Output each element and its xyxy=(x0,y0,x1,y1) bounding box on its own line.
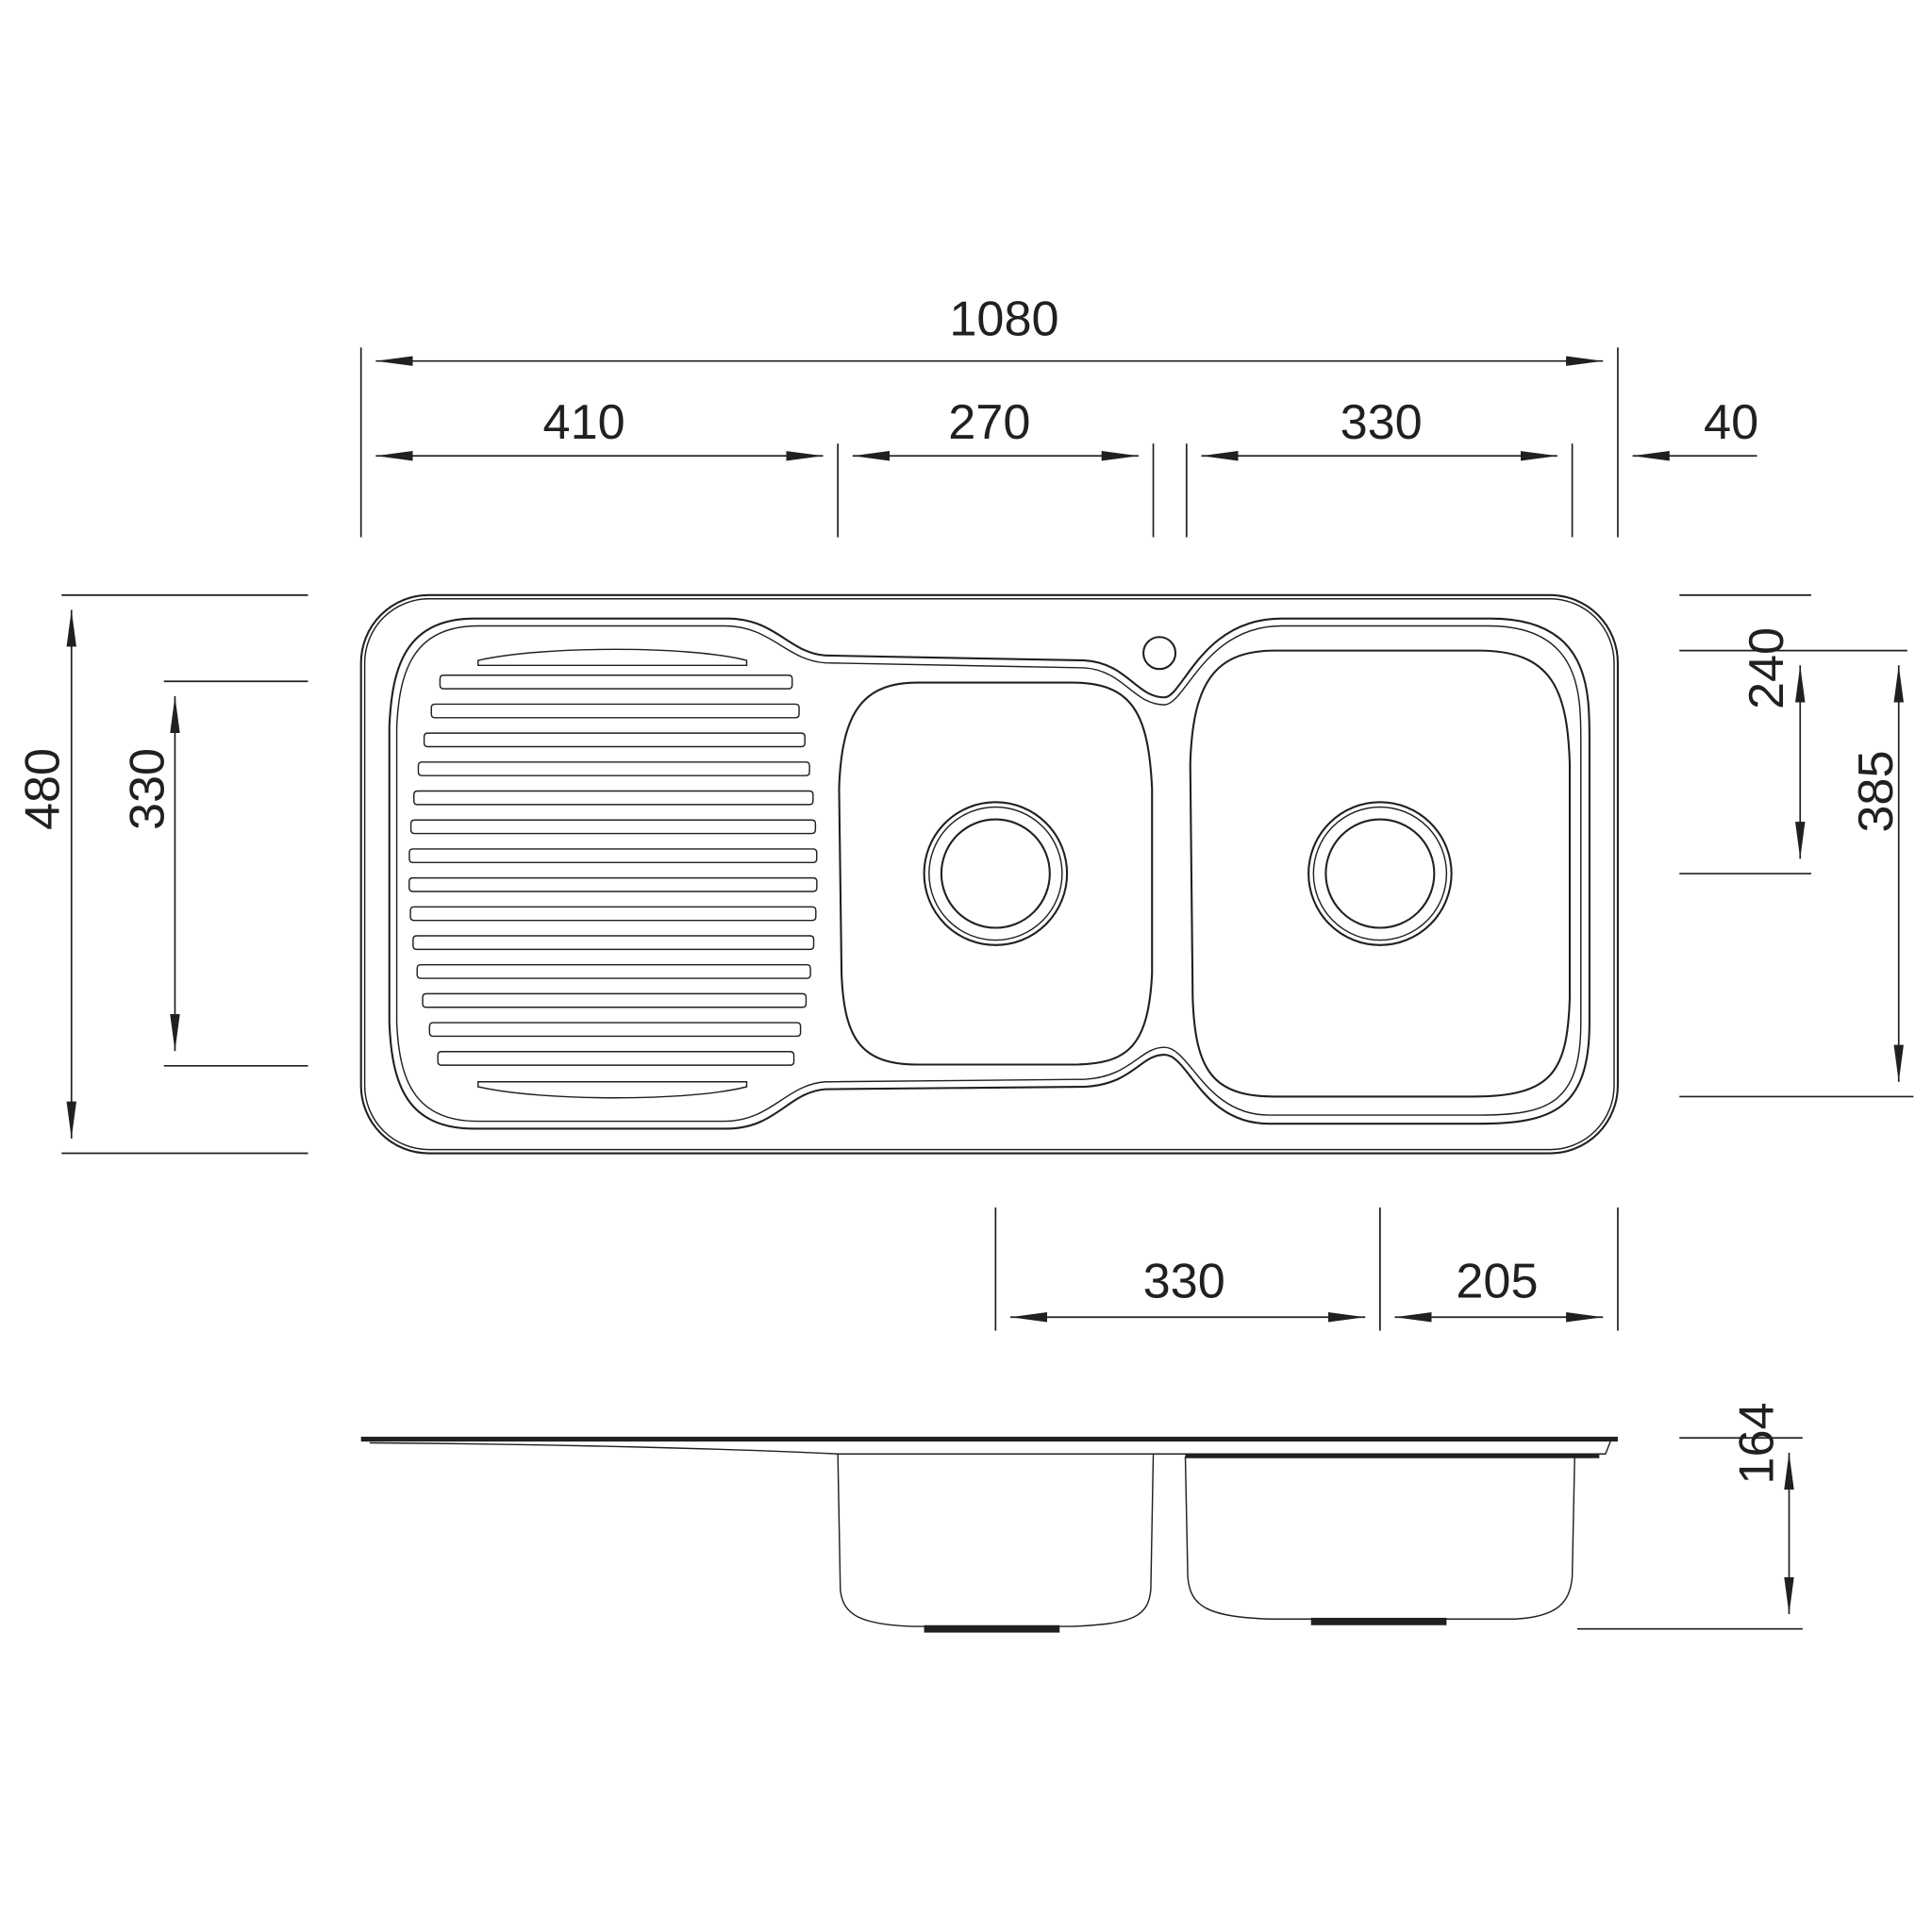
drainer-rib xyxy=(409,819,817,835)
left-dimensions: 480 330 xyxy=(16,594,308,1155)
drainer-rib xyxy=(422,992,808,1008)
tap-hole xyxy=(1142,636,1177,671)
side-view-large-waste xyxy=(1310,1617,1447,1625)
side-view-large-bowl xyxy=(1184,1456,1575,1620)
drainer-ribs xyxy=(408,648,818,1099)
sink-inner-rim xyxy=(388,617,1591,1130)
large-bowl-waste-outer xyxy=(1307,801,1453,946)
drainer-rib xyxy=(408,876,818,892)
large-bowl xyxy=(1189,649,1572,1098)
sink-plan-view xyxy=(359,593,1619,1155)
drainer-rib xyxy=(409,906,817,922)
waste-spacing-label: 330 xyxy=(1143,1254,1225,1308)
right-edge-label: 40 xyxy=(1704,395,1758,450)
sink-outer-outline xyxy=(359,593,1619,1155)
large-bowl-width-label: 330 xyxy=(1341,395,1423,450)
top-dimensions: 1080 410 270 330 40 xyxy=(359,291,1758,538)
bowl-depth-label: 164 xyxy=(1729,1402,1784,1484)
drainer-rib xyxy=(412,935,815,951)
drainer-rib xyxy=(423,732,806,748)
right-dimensions: 240 385 xyxy=(1679,594,1914,1098)
large-bowl-waste-inner xyxy=(1324,818,1436,929)
drainer-width-label: 410 xyxy=(543,395,625,450)
overall-depth-label: 480 xyxy=(16,748,71,830)
overall-width-label: 1080 xyxy=(949,291,1058,346)
bowl-to-waste-label: 240 xyxy=(1740,627,1794,709)
waste-to-edge-label: 205 xyxy=(1456,1254,1538,1308)
small-bowl xyxy=(838,681,1154,1066)
drainer-rib xyxy=(413,790,814,806)
drainer-crescent-top xyxy=(477,648,748,667)
drainer-crescent-bottom xyxy=(477,1081,748,1099)
drainer-rib xyxy=(416,963,811,979)
drainer-rib xyxy=(417,761,810,776)
drainer-rib xyxy=(408,848,818,864)
small-bowl-waste-inner xyxy=(940,818,1051,929)
small-bowl-width-label: 270 xyxy=(948,395,1030,450)
drainer-rib xyxy=(428,1022,802,1038)
bottom-dimensions: 330 205 xyxy=(994,1208,1619,1331)
side-view-small-bowl xyxy=(837,1454,1155,1627)
sink-side-view: 164 xyxy=(360,1402,1803,1633)
large-bowl-depth-label: 385 xyxy=(1849,750,1904,832)
small-bowl-waste-outer xyxy=(923,801,1069,946)
drainer-depth-label: 330 xyxy=(121,748,175,830)
drainer-rib xyxy=(437,1051,795,1066)
side-view-small-waste xyxy=(924,1624,1060,1633)
drainer-rib xyxy=(439,675,793,690)
drainer-rib xyxy=(430,703,800,719)
